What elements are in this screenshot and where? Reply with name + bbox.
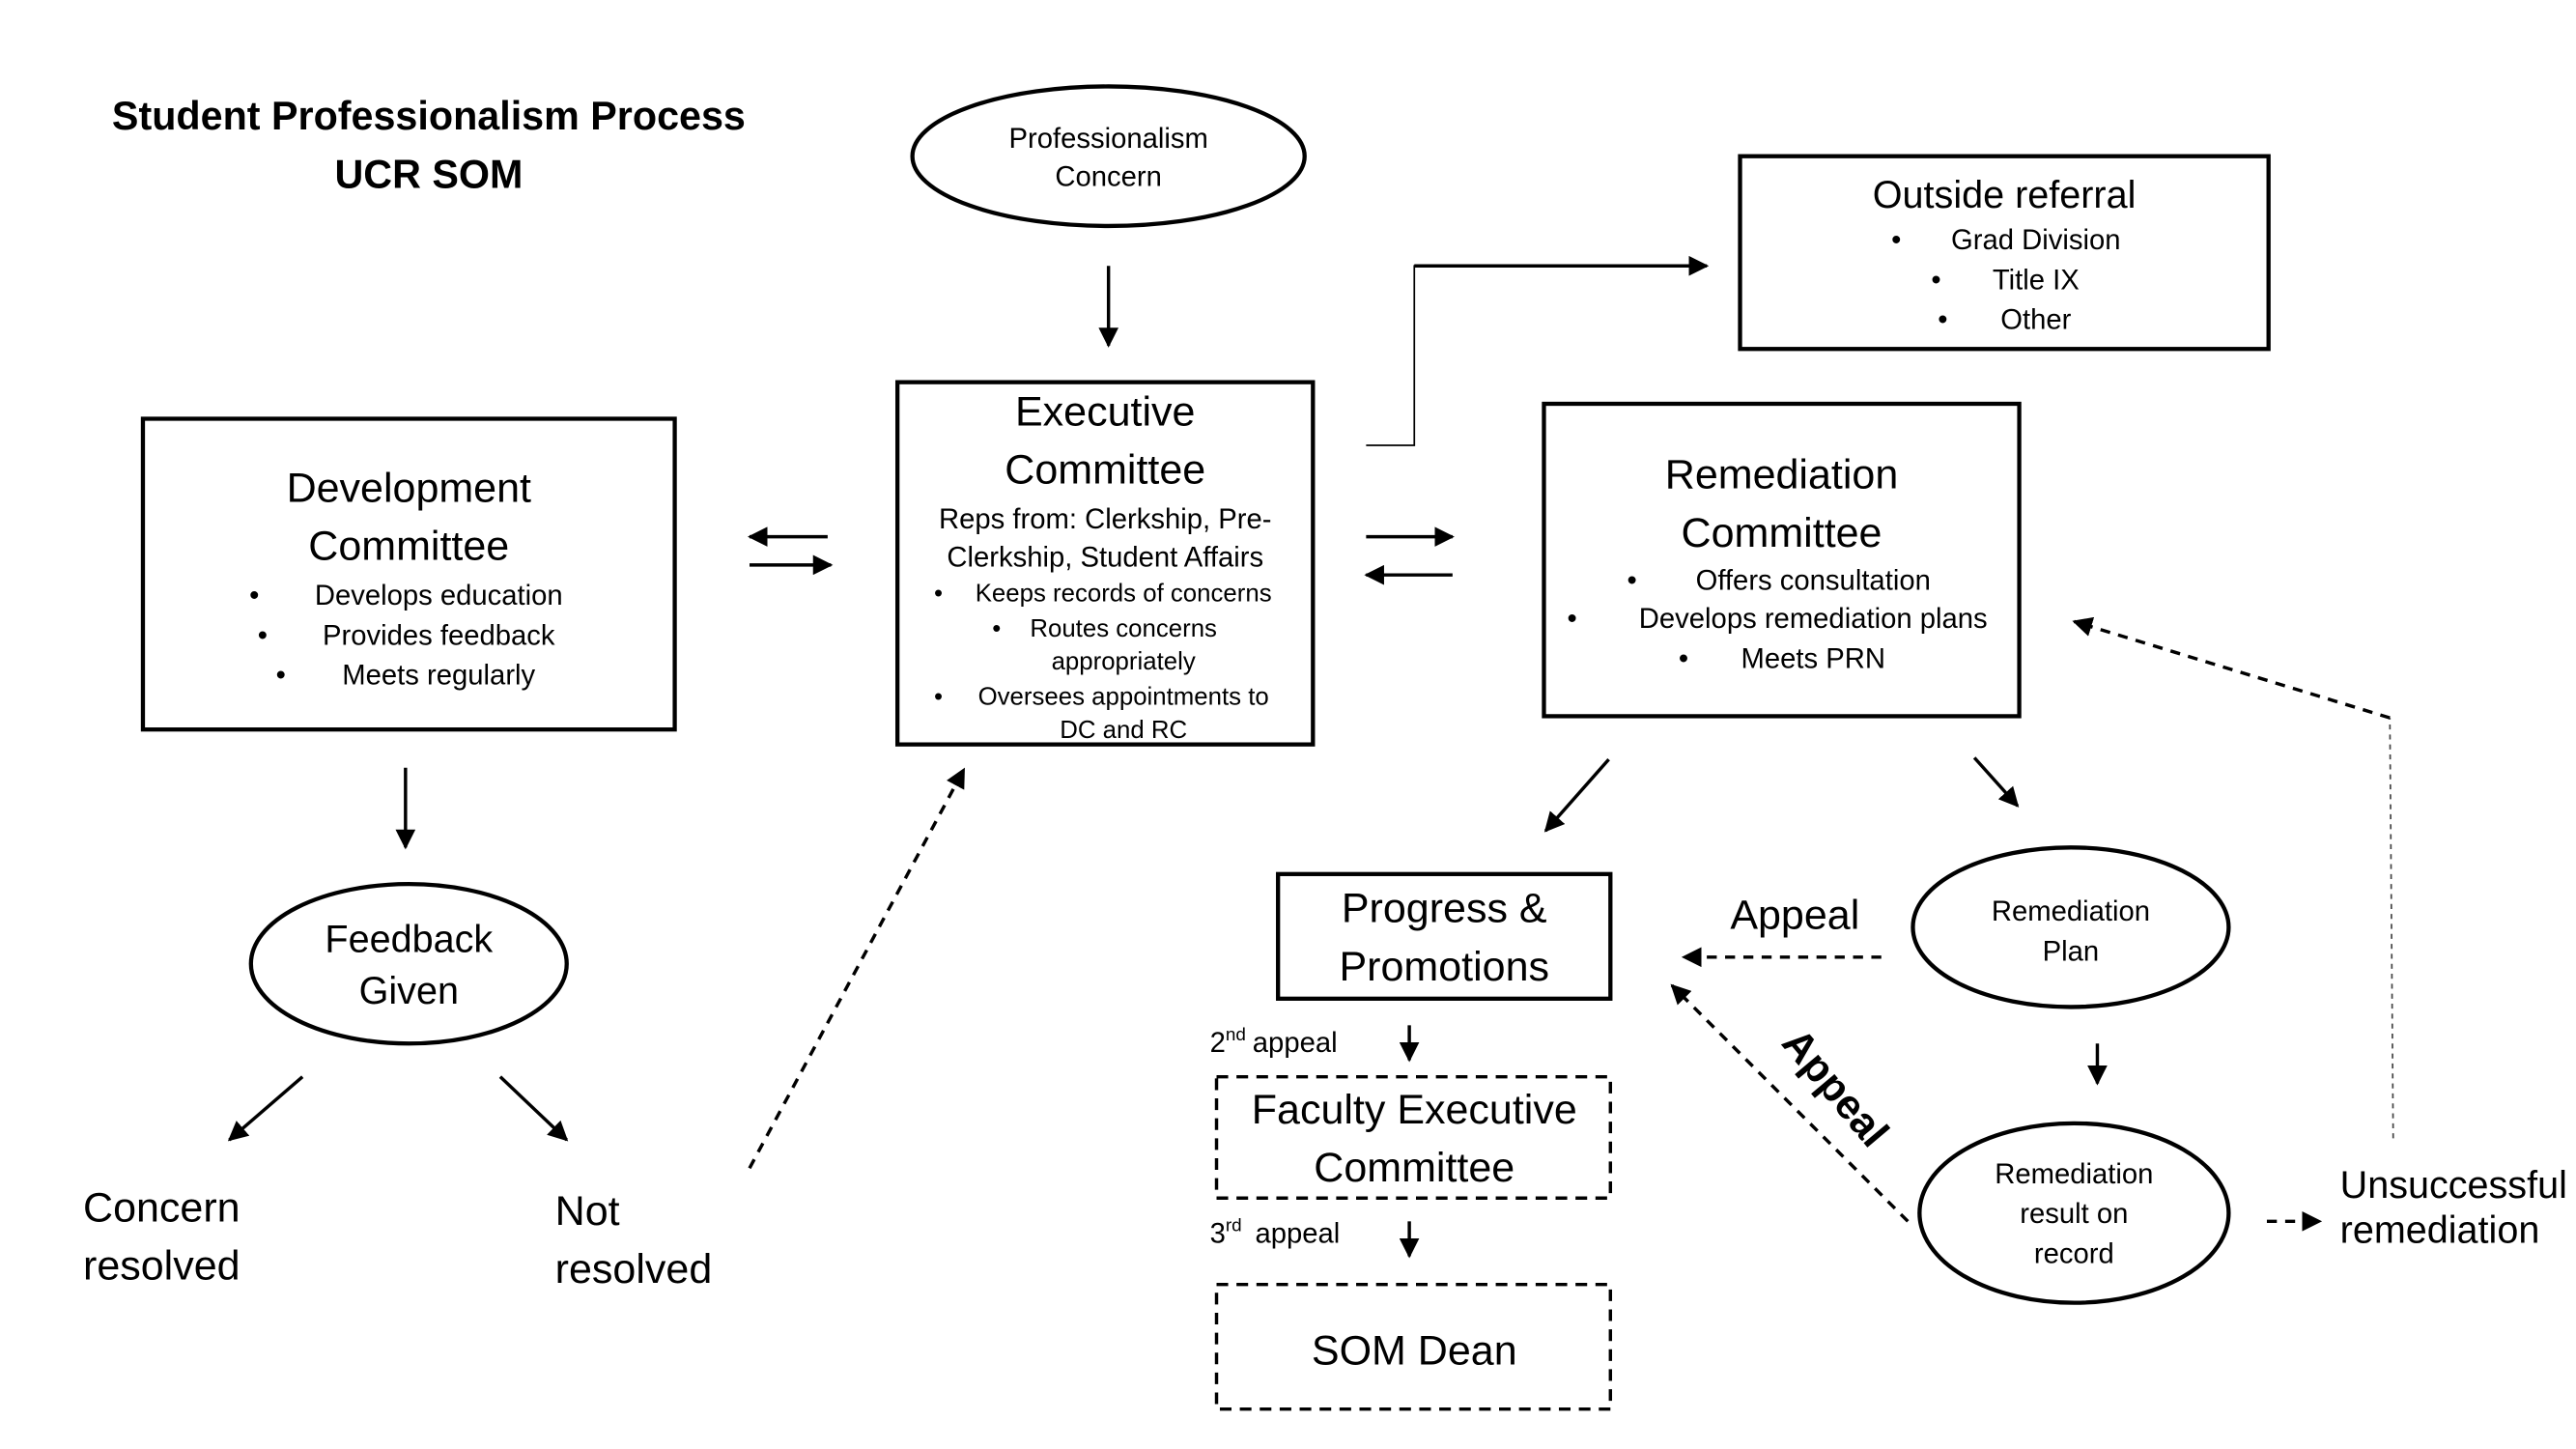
arrow-down-left-icon: [1543, 757, 1610, 833]
bullet-icon: •: [1891, 225, 1901, 256]
list-item: Develops education: [315, 581, 563, 611]
list-item: appropriately: [1052, 648, 1196, 675]
node-label: result on: [2020, 1199, 2128, 1230]
arrow-down-left-icon: [227, 1075, 304, 1142]
unsuccessful-label: remediation: [2340, 1209, 2540, 1252]
bullet-icon: •: [258, 620, 268, 651]
concern-resolved-label: resolved: [83, 1243, 241, 1290]
box-heading: Outside referral: [1873, 174, 2137, 216]
appeal-diagonal-label: Appeal: [1773, 1020, 1898, 1156]
diagram-subtitle: UCR SOM: [334, 152, 523, 196]
list-item: Title IX: [1993, 265, 2080, 296]
node-label: Feedback: [325, 919, 493, 961]
list-item: Meets PRN: [1741, 644, 1884, 675]
box-heading: Executive: [1015, 388, 1195, 435]
list-item: DC and RC: [1060, 717, 1187, 744]
remediation-result-node: Remediation result on record: [1917, 1121, 2231, 1305]
box-heading: Committee: [1682, 510, 1882, 556]
bullet-icon: •: [276, 661, 286, 692]
not-resolved-label: Not: [555, 1188, 620, 1235]
list-item: Meets regularly: [342, 661, 535, 692]
bullet-icon: •: [1931, 265, 1940, 296]
bullet-icon: •: [1628, 566, 1637, 597]
dashed-arrow-icon: [2072, 616, 2391, 720]
feedback-given-node: Feedback Given: [248, 881, 569, 1046]
list-item: Routes concerns: [1030, 615, 1217, 642]
diagram-title: Student Professionalism Process: [112, 94, 746, 138]
development-committee-box: Development Committee • Develops educati…: [140, 416, 677, 732]
box-heading: Committee: [1005, 447, 1205, 494]
unsuccessful-label: Unsuccessful: [2340, 1164, 2567, 1207]
bullet-icon: •: [934, 683, 943, 710]
executive-committee-box: Executive Committee Reps from: Clerkship…: [894, 380, 1316, 747]
bullet-icon: •: [934, 581, 943, 608]
box-heading: Remediation: [1665, 452, 1898, 498]
list-item: Provides feedback: [323, 620, 555, 651]
box-heading: Committee: [308, 524, 509, 570]
remediation-committee-box: Remediation Committee • Offers consultat…: [1542, 401, 2022, 719]
arrow-down-right-icon: [1972, 756, 2020, 808]
box-heading: Committee: [1314, 1145, 1514, 1191]
list-item: Develops remediation plans: [1639, 604, 1988, 635]
appeal-label: Appeal: [1730, 893, 1859, 939]
concern-resolved-label: Concern: [83, 1184, 241, 1231]
dashed-arrow-icon: [748, 767, 966, 1170]
progress-promotions-box: Progress & Promotions: [1276, 871, 1613, 1001]
reps-text: Reps from: Clerkship, Pre-: [939, 504, 1271, 535]
list-item: Grad Division: [1951, 225, 2120, 256]
som-dean-box: SOM Dean: [1214, 1282, 1613, 1411]
professionalism-concern-node: Professionalism Concern: [910, 84, 1307, 229]
arrow-down-right-icon: [498, 1075, 569, 1142]
list-item: Other: [2000, 305, 2071, 336]
node-label: Remediation: [1995, 1159, 2153, 1190]
box-heading: Promotions: [1339, 944, 1549, 990]
remediation-plan-node: Remediation Plan: [1911, 845, 2231, 1009]
node-label: Concern: [1055, 162, 1162, 193]
node-label: Professionalism: [1008, 124, 1207, 155]
box-heading: Faculty Executive: [1252, 1087, 1577, 1133]
box-heading: Development: [287, 466, 531, 512]
node-label: Remediation: [1992, 896, 2150, 927]
bullet-icon: •: [992, 615, 1001, 642]
box-heading: SOM Dean: [1312, 1327, 1517, 1374]
outside-referral-box: Outside referral • Grad Division • Title…: [1738, 154, 2271, 352]
list-item: Oversees appointments to: [978, 683, 1269, 710]
loop-connector-line: [2389, 718, 2394, 1139]
node-label: Given: [359, 970, 459, 1012]
bullet-icon: •: [1938, 305, 1947, 336]
faculty-executive-committee-box: Faculty Executive Committee: [1214, 1074, 1613, 1200]
list-item: Keeps records of concerns: [976, 581, 1272, 608]
not-resolved-label: resolved: [555, 1246, 713, 1293]
dashed-arrow-up-left-icon: [1670, 983, 1910, 1223]
bullet-icon: •: [1568, 604, 1577, 635]
box-heading: Progress &: [1342, 886, 1547, 932]
node-label: record: [2034, 1238, 2114, 1269]
reps-text: Clerkship, Student Affairs: [947, 543, 1263, 574]
bullet-icon: •: [249, 581, 259, 611]
list-item: Offers consultation: [1696, 566, 1931, 597]
bullet-icon: •: [1679, 644, 1688, 675]
node-label: Plan: [2043, 936, 2100, 967]
